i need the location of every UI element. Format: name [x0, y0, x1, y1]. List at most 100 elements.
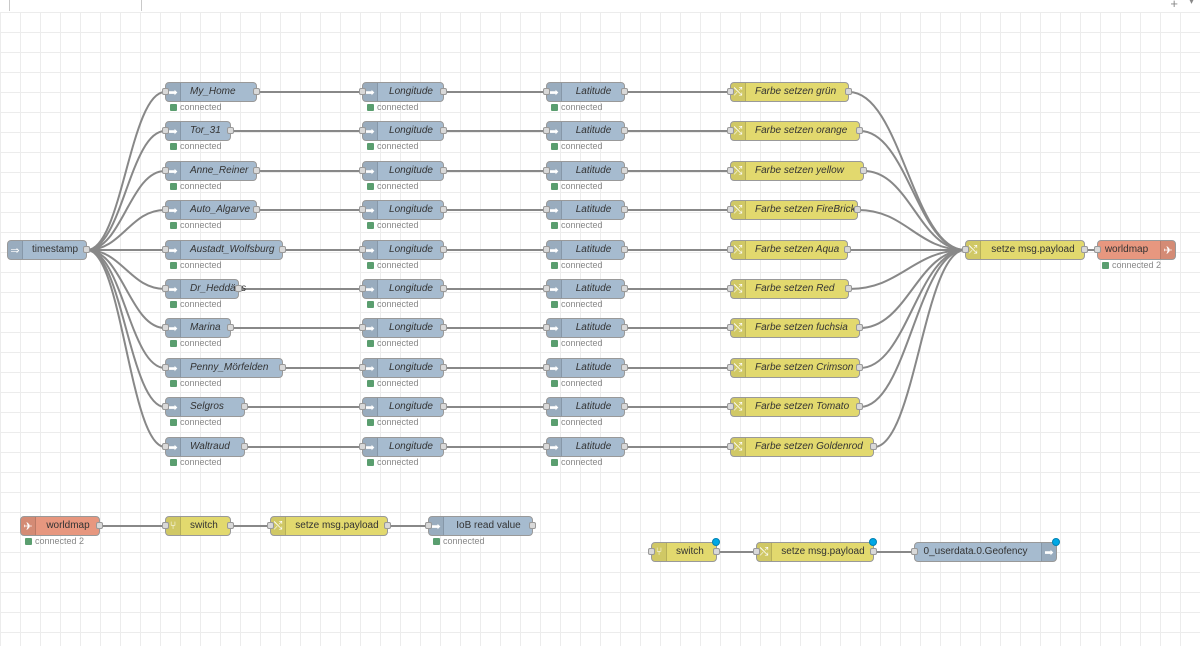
- iob-longitude-node[interactable]: ➡Longitude: [359, 82, 447, 102]
- output-port[interactable]: [845, 88, 852, 95]
- input-port[interactable]: [359, 403, 366, 410]
- wire-inject-to-device[interactable]: [86, 249, 166, 290]
- output-port[interactable]: [621, 403, 628, 410]
- change-setze-payload-node[interactable]: ⤭setze msg.payload: [267, 516, 391, 536]
- input-port[interactable]: [162, 167, 169, 174]
- wire-color-to-join[interactable]: [873, 249, 966, 448]
- input-port[interactable]: [543, 403, 550, 410]
- output-port[interactable]: [253, 206, 260, 213]
- iob-longitude-node[interactable]: ➡Longitude: [359, 397, 447, 417]
- change-color-node[interactable]: ⤭Farbe setzen Tomato: [727, 397, 863, 417]
- iob-longitude-node[interactable]: ➡Longitude: [359, 437, 447, 457]
- iob-device-node[interactable]: ➡Anne_Reiner: [162, 161, 260, 181]
- output-port[interactable]: [440, 88, 447, 95]
- change-setze-payload-node[interactable]: ⤭setze msg.payload: [753, 538, 877, 562]
- output-port[interactable]: [227, 522, 234, 529]
- output-port[interactable]: [870, 443, 877, 450]
- input-port[interactable]: [162, 246, 169, 253]
- output-port[interactable]: [845, 285, 852, 292]
- iob-latitude-node[interactable]: ➡Latitude: [543, 318, 628, 338]
- worldmap-out-node[interactable]: ✈worldmap: [1094, 240, 1176, 260]
- output-port[interactable]: [854, 206, 861, 213]
- output-port[interactable]: [440, 127, 447, 134]
- output-port[interactable]: [235, 285, 242, 292]
- input-port[interactable]: [648, 548, 655, 555]
- change-color-node[interactable]: ⤭Farbe setzen Goldenrod: [727, 437, 877, 457]
- flow-menu-chevron-icon[interactable]: ▾: [1188, 0, 1194, 7]
- worldmap-in-node[interactable]: ✈worldmap: [20, 516, 103, 536]
- output-port[interactable]: [621, 167, 628, 174]
- input-port[interactable]: [727, 364, 734, 371]
- iob-latitude-node[interactable]: ➡Latitude: [543, 82, 628, 102]
- iob-longitude-node[interactable]: ➡Longitude: [359, 358, 447, 378]
- iob-latitude-node[interactable]: ➡Latitude: [543, 200, 628, 220]
- input-port[interactable]: [162, 522, 169, 529]
- iob-device-node[interactable]: ➡Austadt_Wolfsburg: [162, 240, 286, 260]
- input-port[interactable]: [727, 285, 734, 292]
- switch-node[interactable]: ⑂switch: [162, 516, 234, 536]
- iob-latitude-node[interactable]: ➡Latitude: [543, 121, 628, 141]
- iob-latitude-node[interactable]: ➡Latitude: [543, 161, 628, 181]
- iob-device-node[interactable]: ➡Penny_Mörfelden: [162, 358, 286, 378]
- input-port[interactable]: [911, 548, 918, 555]
- input-port[interactable]: [162, 403, 169, 410]
- iob-latitude-node[interactable]: ➡Latitude: [543, 358, 628, 378]
- output-port[interactable]: [227, 324, 234, 331]
- tab-flow-left[interactable]: [0, 0, 10, 11]
- tab-flow-blank[interactable]: [141, 0, 1162, 11]
- input-port[interactable]: [753, 548, 760, 555]
- output-port[interactable]: [440, 246, 447, 253]
- inject-timestamp-node[interactable]: ⇒timestamp: [7, 240, 90, 260]
- input-port[interactable]: [359, 246, 366, 253]
- input-port[interactable]: [162, 443, 169, 450]
- input-port[interactable]: [727, 324, 734, 331]
- iob-device-node[interactable]: ➡Selgros: [162, 397, 248, 417]
- output-port[interactable]: [440, 324, 447, 331]
- output-port[interactable]: [440, 403, 447, 410]
- iob-longitude-node[interactable]: ➡Longitude: [359, 200, 447, 220]
- output-port[interactable]: [440, 443, 447, 450]
- iob-longitude-node[interactable]: ➡Longitude: [359, 318, 447, 338]
- input-port[interactable]: [543, 285, 550, 292]
- iob-latitude-node[interactable]: ➡Latitude: [543, 437, 628, 457]
- output-port[interactable]: [621, 443, 628, 450]
- change-color-node[interactable]: ⤭Farbe setzen Red: [727, 279, 852, 299]
- output-port[interactable]: [621, 88, 628, 95]
- input-port[interactable]: [962, 246, 969, 253]
- change-color-node[interactable]: ⤭Farbe setzen Crimson: [727, 358, 863, 378]
- input-port[interactable]: [162, 88, 169, 95]
- output-port[interactable]: [440, 364, 447, 371]
- output-port[interactable]: [621, 127, 628, 134]
- input-port[interactable]: [162, 206, 169, 213]
- input-port[interactable]: [543, 88, 550, 95]
- input-port[interactable]: [359, 364, 366, 371]
- wire-color-to-join[interactable]: [859, 249, 966, 329]
- output-port[interactable]: [856, 127, 863, 134]
- change-color-node[interactable]: ⤭Farbe setzen fuchsia: [727, 318, 863, 338]
- wire-color-to-join[interactable]: [848, 249, 966, 290]
- iob-longitude-node[interactable]: ➡Longitude: [359, 279, 447, 299]
- output-port[interactable]: [253, 88, 260, 95]
- output-port[interactable]: [844, 246, 851, 253]
- input-port[interactable]: [543, 364, 550, 371]
- input-port[interactable]: [543, 167, 550, 174]
- output-port[interactable]: [241, 443, 248, 450]
- output-port[interactable]: [227, 127, 234, 134]
- change-color-node[interactable]: ⤭Farbe setzen orange: [727, 121, 863, 141]
- change-color-node[interactable]: ⤭Farbe setzen FireBrick: [727, 200, 861, 220]
- input-port[interactable]: [543, 443, 550, 450]
- output-port[interactable]: [83, 246, 90, 253]
- switch-node[interactable]: ⑂switch: [648, 538, 720, 562]
- output-port[interactable]: [440, 167, 447, 174]
- iob-latitude-node[interactable]: ➡Latitude: [543, 279, 628, 299]
- input-port[interactable]: [727, 403, 734, 410]
- output-port[interactable]: [440, 206, 447, 213]
- wire-color-to-join[interactable]: [857, 209, 966, 251]
- input-port[interactable]: [727, 206, 734, 213]
- input-port[interactable]: [727, 167, 734, 174]
- input-port[interactable]: [359, 127, 366, 134]
- wire-inject-to-device[interactable]: [86, 170, 166, 251]
- wire-inject-to-device[interactable]: [86, 249, 166, 408]
- input-port[interactable]: [727, 88, 734, 95]
- output-port[interactable]: [621, 324, 628, 331]
